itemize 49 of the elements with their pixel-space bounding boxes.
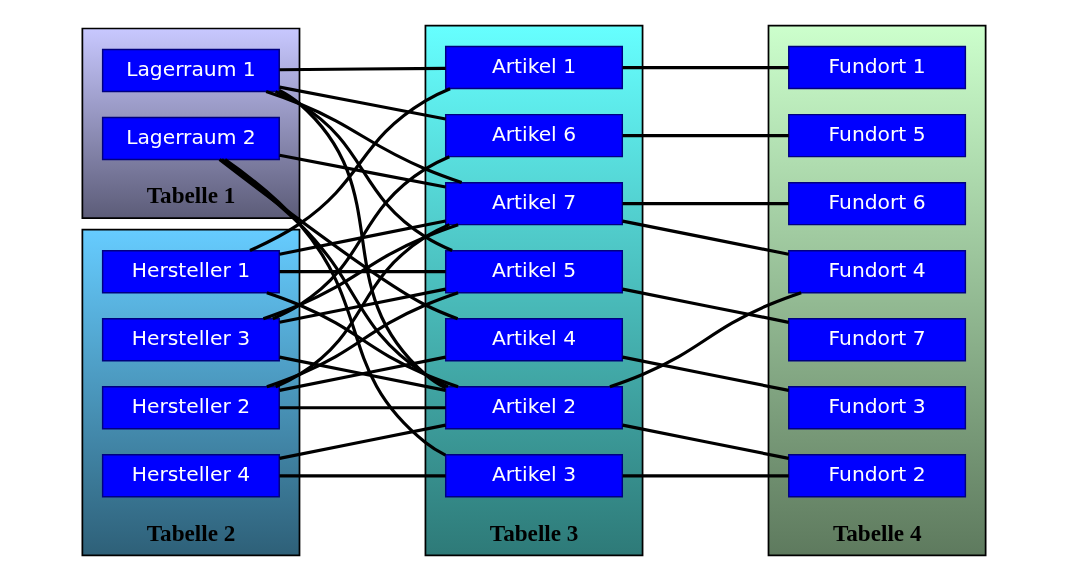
connector: [218, 158, 458, 321]
connector: [220, 158, 449, 389]
node-box: Artikel 5: [444, 249, 623, 294]
connector: [621, 423, 789, 460]
connector: [278, 423, 446, 460]
connector: [274, 90, 453, 252]
connector: [278, 88, 446, 390]
connector: [271, 155, 450, 321]
node-box: Artikel 3: [444, 454, 623, 498]
connector: [274, 223, 450, 389]
connector: [279, 474, 446, 478]
connector: [278, 153, 446, 189]
node-box: Fundort 6: [787, 181, 966, 226]
node-box: Lagerraum 2: [101, 116, 280, 161]
node-box: Fundort 2: [787, 454, 966, 498]
connector: [278, 355, 446, 392]
connector: [265, 291, 459, 389]
node-box: Fundort 4: [787, 249, 966, 294]
node-box: Hersteller 2: [101, 386, 280, 430]
node-box: Fundort 3: [787, 386, 966, 430]
connector: [278, 219, 446, 256]
connector: [265, 90, 462, 184]
node-box: Hersteller 1: [101, 249, 280, 294]
connector: [279, 66, 446, 72]
connector: [262, 223, 459, 321]
connector: [608, 291, 802, 389]
node-box: Artikel 4: [444, 318, 623, 362]
connector: [279, 406, 446, 410]
node-box: Fundort 7: [787, 318, 966, 362]
connector: [621, 355, 789, 392]
connector: [621, 219, 789, 256]
connector: [622, 202, 789, 206]
connector: [278, 85, 446, 121]
node-box: Artikel 1: [444, 45, 623, 90]
node-box: Lagerraum 1: [101, 48, 280, 93]
connector: [278, 287, 446, 324]
node-box: Hersteller 4: [101, 454, 280, 498]
node-box: Artikel 7: [444, 181, 623, 226]
node-box: Artikel 6: [444, 113, 623, 158]
connector: [223, 158, 446, 457]
connector: [248, 87, 451, 252]
connector: [622, 66, 789, 70]
node-box: Fundort 1: [787, 45, 966, 90]
connector: [622, 134, 789, 138]
connector: [622, 474, 789, 478]
node-box: Artikel 2: [444, 386, 623, 430]
node-box: Fundort 5: [787, 113, 966, 158]
node-box: Hersteller 3: [101, 318, 280, 362]
connector: [279, 270, 446, 274]
